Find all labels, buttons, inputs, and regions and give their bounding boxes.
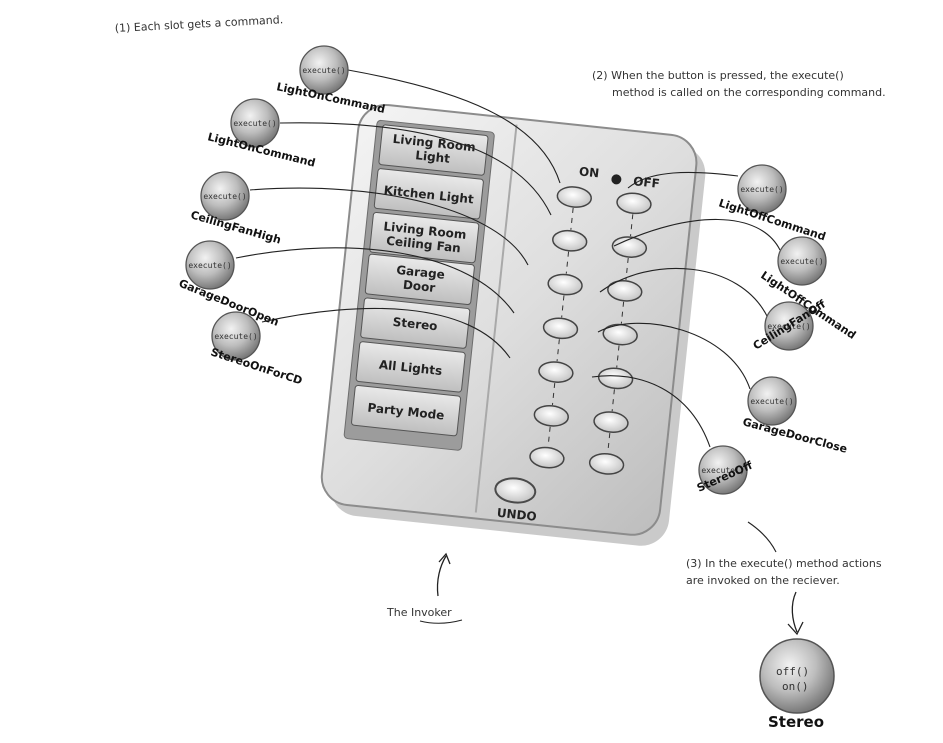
undo-button[interactable]	[494, 476, 537, 504]
command-object-on-2: execute()LightOnCommand	[206, 98, 317, 170]
receiver-note-line2: are invoked on the reciever.	[686, 574, 840, 587]
command-method: execute()	[233, 119, 276, 128]
connector-line-3	[249, 187, 529, 266]
off-button-7[interactable]	[588, 452, 625, 475]
command-ball	[211, 311, 261, 361]
off-button-3[interactable]	[607, 279, 643, 302]
slot-note: (1) Each slot gets a command.	[114, 13, 283, 35]
command-ball	[299, 45, 349, 95]
slot-label: Stereo	[392, 315, 438, 334]
command-object-on-5: execute() StereoOnForCD	[209, 311, 304, 387]
on-button-2[interactable]	[552, 229, 588, 252]
command-object-on-1: execute()LightOnCommand	[275, 45, 386, 116]
on-label: ON	[578, 164, 600, 180]
receiver-note-line1: (3) In the execute() method actions	[686, 557, 882, 570]
command-object-off-3: execute()CeilingFanOff	[751, 298, 828, 353]
receiver-connector	[747, 521, 777, 553]
connector-line-8	[599, 267, 769, 319]
off-button-6[interactable]	[593, 410, 629, 433]
command-ball	[185, 240, 235, 290]
slot-button-2[interactable]	[373, 168, 484, 220]
command-method: execute()	[203, 192, 246, 201]
receiver-arrow	[791, 591, 798, 633]
on-button-5[interactable]	[538, 360, 574, 383]
command-method: execute()	[701, 466, 744, 475]
command-ball	[698, 445, 748, 495]
pressed-note-line2: method is called on the corresponding co…	[612, 86, 886, 99]
command-method: execute()	[750, 397, 793, 406]
connector-line-7	[613, 218, 781, 251]
slot-label-line1: Garage	[396, 263, 446, 282]
connector-line-2	[279, 122, 552, 216]
connector-line-10	[591, 375, 711, 448]
slot-button-4[interactable]	[364, 253, 475, 305]
slot-button-6[interactable]	[355, 341, 466, 393]
slot-button-5[interactable]	[360, 297, 471, 349]
command-name: StereoOnForCD	[209, 345, 304, 387]
command-method: execute()	[780, 257, 823, 266]
invoker-annotation: The Invoker	[386, 552, 463, 624]
off-button-2[interactable]	[611, 235, 648, 258]
connector-line-9	[597, 322, 751, 390]
status-led	[611, 174, 622, 185]
connector-line-5	[261, 307, 511, 359]
command-method: execute()	[214, 332, 257, 341]
off-label: OFF	[633, 174, 661, 191]
pressed-note-line1: (2) When the button is pressed, the exec…	[592, 69, 844, 82]
slot-label-line2: Door	[402, 278, 436, 295]
on-button-3[interactable]	[547, 273, 583, 296]
command-method: execute()	[188, 261, 231, 270]
slot-button-1[interactable]	[378, 124, 489, 176]
command-ball	[230, 98, 280, 148]
command-ball	[777, 236, 827, 286]
command-method: execute()	[767, 322, 810, 331]
slot-label: All Lights	[378, 358, 443, 379]
slot-label-line2: Light	[415, 148, 451, 166]
command-object-off-4: execute() GarageDoorClose	[741, 376, 849, 456]
on-button-7[interactable]	[529, 446, 565, 469]
command-method: execute()	[302, 66, 345, 75]
receiver-method-on: on()	[782, 680, 809, 693]
command-method: execute()	[740, 185, 783, 194]
connector-line-1	[347, 69, 561, 184]
slot-button-7[interactable]	[351, 384, 462, 437]
command-ball	[764, 301, 814, 351]
on-button-4[interactable]	[542, 317, 579, 340]
command-object-off-1: execute()LightOffCommand	[717, 164, 827, 243]
receiver-method-off: off()	[776, 665, 809, 678]
receiver-name: Stereo	[768, 713, 824, 731]
connector-line-6	[627, 171, 739, 189]
invoker-label: The Invoker	[386, 606, 452, 619]
receiver-ball	[759, 638, 835, 714]
on-button-1[interactable]	[556, 185, 592, 208]
command-ball	[747, 376, 797, 426]
on-button-6[interactable]	[533, 404, 569, 427]
undo-label: UNDO	[496, 506, 537, 524]
command-object-on-3: execute()CeilingFanHigh	[189, 171, 282, 247]
off-button-1[interactable]	[616, 192, 652, 215]
command-object-off-5: execute()StereoOff	[695, 445, 755, 495]
receiver-object: off() on() Stereo	[759, 638, 835, 731]
command-ball	[200, 171, 250, 221]
connector-line-4	[235, 247, 515, 314]
command-name: GarageDoorClose	[741, 415, 848, 455]
command-ball	[737, 164, 787, 214]
